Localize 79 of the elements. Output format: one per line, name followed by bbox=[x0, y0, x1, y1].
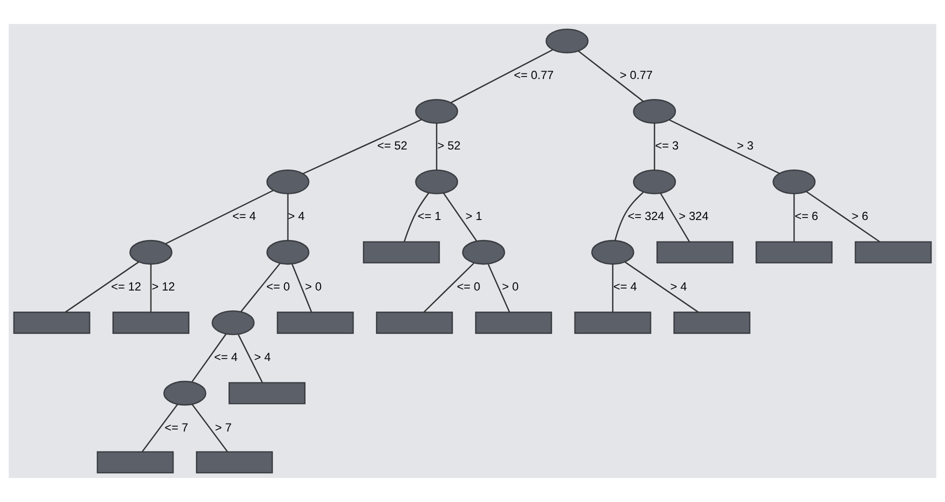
edge-label: > 52 bbox=[437, 140, 461, 152]
node-ellipse bbox=[462, 240, 506, 265]
node-box bbox=[196, 451, 273, 474]
connector bbox=[238, 334, 263, 383]
connector bbox=[443, 192, 478, 242]
node-box bbox=[376, 312, 453, 334]
edge-label: > 12 bbox=[152, 280, 175, 294]
node-ellipse bbox=[591, 240, 634, 265]
node-ellipse bbox=[415, 99, 458, 124]
connector bbox=[793, 194, 795, 242]
edge-label: <= 324 bbox=[628, 210, 664, 223]
connector bbox=[669, 119, 780, 174]
connector bbox=[806, 190, 880, 242]
connector bbox=[192, 404, 228, 452]
edge-label: > 324 bbox=[678, 210, 708, 223]
edge-label: <= 0 bbox=[266, 280, 290, 294]
node-box bbox=[13, 312, 90, 334]
connector bbox=[424, 262, 474, 313]
node-box bbox=[475, 312, 552, 334]
connector bbox=[142, 404, 178, 452]
edge-label: > 4 bbox=[254, 350, 271, 364]
node-ellipse bbox=[632, 169, 676, 194]
node-box bbox=[228, 382, 306, 404]
edge-label: <= 7 bbox=[164, 421, 188, 434]
edge-label: <= 0.77 bbox=[514, 69, 554, 82]
node-box bbox=[756, 241, 833, 264]
connector bbox=[240, 263, 280, 312]
connector bbox=[450, 49, 553, 104]
node-box bbox=[112, 312, 190, 334]
edge-label: <= 4 bbox=[613, 280, 637, 294]
edge-label: <= 12 bbox=[111, 280, 142, 294]
connector bbox=[292, 264, 312, 312]
connector bbox=[624, 261, 699, 313]
edge-label: > 4 bbox=[288, 210, 305, 223]
edge-label: > 7 bbox=[215, 421, 232, 434]
connector bbox=[654, 123, 656, 170]
node-box bbox=[362, 241, 440, 264]
node-ellipse bbox=[212, 310, 255, 336]
node-box bbox=[574, 312, 652, 334]
edge-label: <= 0 bbox=[456, 280, 480, 294]
node-box bbox=[96, 451, 174, 474]
connector bbox=[287, 194, 289, 240]
edge-label: > 1 bbox=[465, 210, 482, 223]
connector bbox=[660, 192, 690, 242]
node-box bbox=[673, 312, 750, 334]
edge-label: > 6 bbox=[852, 210, 868, 223]
edge-label: <= 4 bbox=[214, 350, 238, 364]
edge-label: > 3 bbox=[736, 140, 754, 152]
node-ellipse bbox=[415, 169, 458, 194]
connector bbox=[150, 264, 152, 312]
node-ellipse bbox=[546, 28, 589, 54]
connector bbox=[488, 264, 510, 312]
node-ellipse bbox=[266, 169, 310, 194]
edge-label: > 0 bbox=[305, 280, 322, 294]
node-box bbox=[276, 312, 354, 334]
connector bbox=[302, 119, 422, 174]
connector bbox=[614, 192, 644, 241]
connector bbox=[404, 192, 430, 242]
edge-label: <= 6 bbox=[794, 210, 818, 223]
node-ellipse bbox=[266, 240, 310, 265]
edge-label: <= 3 bbox=[655, 140, 679, 152]
connector bbox=[578, 50, 644, 102]
edge-label: > 4 bbox=[670, 280, 687, 294]
connector bbox=[436, 123, 438, 170]
edge-label: <= 52 bbox=[377, 140, 408, 152]
connector bbox=[165, 190, 274, 244]
node-box bbox=[854, 241, 932, 264]
node-ellipse bbox=[163, 380, 206, 406]
edge-label: > 0.77 bbox=[620, 69, 653, 82]
edge-label: > 0 bbox=[502, 280, 519, 294]
node-ellipse bbox=[632, 99, 676, 124]
connector bbox=[64, 261, 140, 313]
node-ellipse bbox=[129, 240, 172, 265]
connector bbox=[191, 334, 227, 382]
edge-label: <= 4 bbox=[232, 210, 256, 223]
node-ellipse bbox=[772, 169, 816, 194]
edge-label: <= 1 bbox=[418, 210, 442, 223]
connector bbox=[612, 264, 614, 312]
node-box bbox=[656, 241, 734, 264]
